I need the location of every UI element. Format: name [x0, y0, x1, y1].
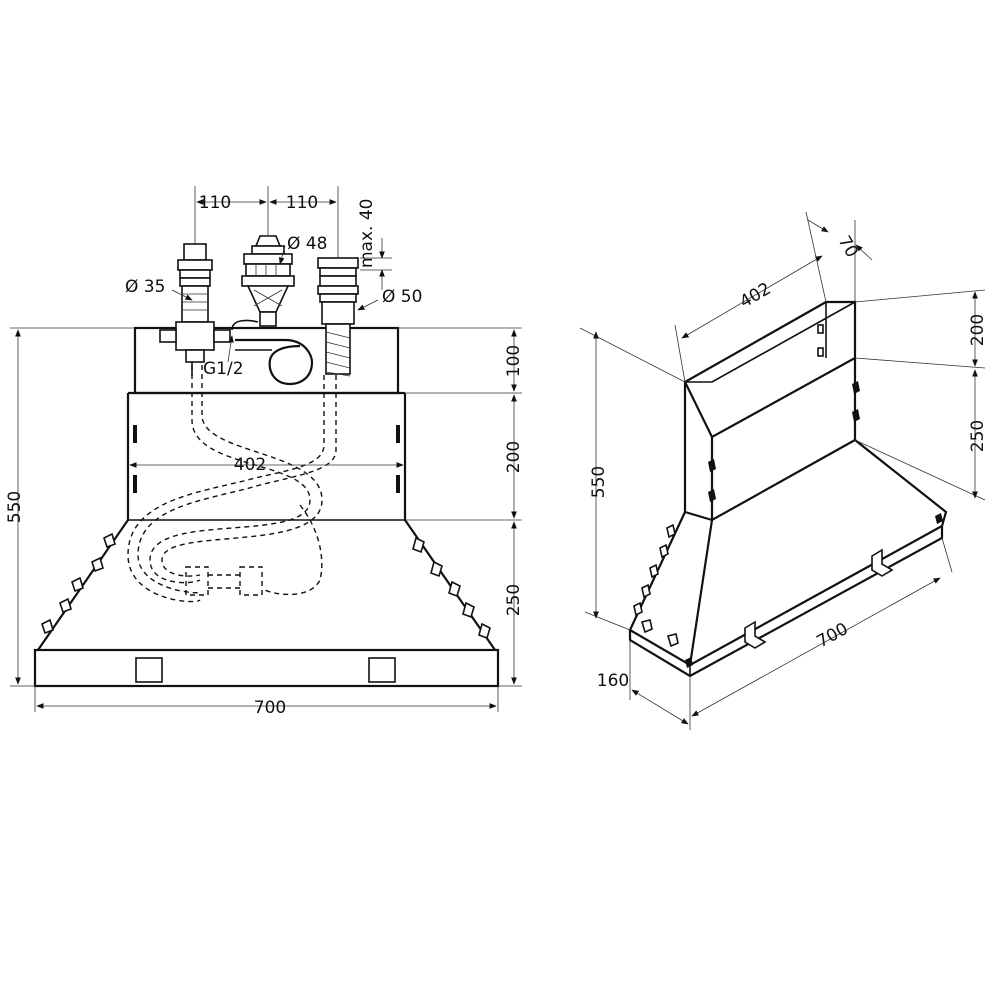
valve-center: [231, 235, 314, 386]
dim-dia-50: Ø 50: [382, 287, 422, 307]
dim-dia-35: Ø 35: [125, 277, 165, 297]
dim-spacing-right: 110: [286, 193, 318, 213]
iso-dim-width-top: 402: [736, 279, 774, 313]
iso-dimensions: [579, 211, 986, 730]
iso-dim-depth-bottom: 160: [597, 671, 629, 691]
iso-body: [628, 300, 948, 678]
dim-total-width: 700: [254, 698, 286, 718]
valve-left: [159, 243, 231, 376]
iso-dim-h-mid: 250: [968, 420, 988, 452]
dim-h-bottom: 250: [504, 584, 524, 616]
dim-dia-48: Ø 48: [287, 234, 327, 254]
front-dimensions: [10, 186, 522, 712]
valve-right: [317, 257, 359, 377]
iso-view: 70 402 200 250 550 700 160: [579, 211, 988, 730]
dim-total-height: 550: [5, 491, 25, 523]
iso-dim-total-height: 550: [589, 466, 609, 498]
dim-thread: G1/2: [203, 359, 244, 379]
front-body: [33, 326, 500, 688]
dim-h-top: 100: [504, 345, 524, 377]
front-view: 110 110 max. 40 Ø 35 Ø 48 Ø 50 G1/2 402 …: [5, 186, 524, 718]
front-clips: [41, 532, 491, 640]
dim-h-mid: 200: [504, 441, 524, 473]
dim-inner-width: 402: [234, 455, 266, 475]
iso-dim-depth-top: 70: [834, 233, 862, 262]
dim-max-height: max. 40: [357, 199, 377, 268]
iso-dim-h-top: 200: [968, 314, 988, 346]
iso-dim-total-width: 700: [814, 619, 852, 652]
dim-spacing-left: 110: [199, 193, 231, 213]
